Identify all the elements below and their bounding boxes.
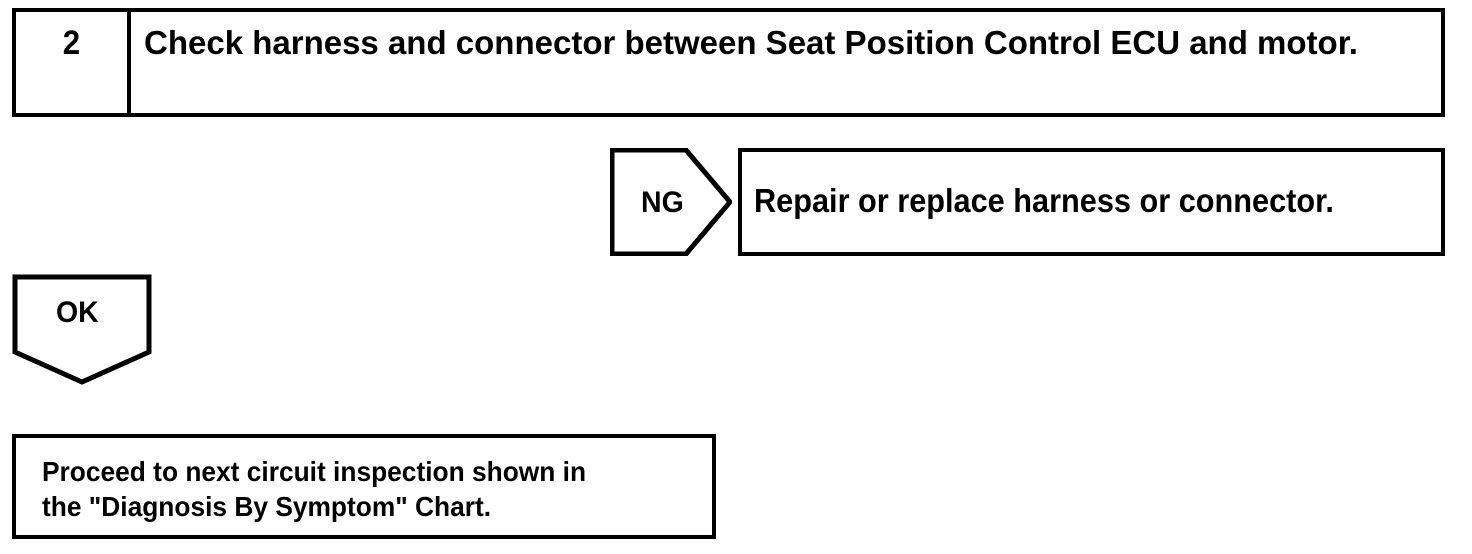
step-row: 2 Check harness and connector between Se…	[12, 8, 1445, 117]
ok-action-text: Proceed to next circuit inspection shown…	[42, 456, 587, 522]
step-instruction-cell: Check harness and connector between Seat…	[131, 12, 1441, 113]
ng-action-box: Repair or replace harness or connector.	[738, 148, 1445, 256]
ok-action-box: Proceed to next circuit inspection shown…	[12, 434, 716, 539]
ng-arrow-icon	[610, 148, 732, 256]
ng-label: NG	[641, 186, 684, 219]
ng-action-text: Repair or replace harness or connector.	[754, 182, 1334, 219]
step-number: 2	[62, 24, 81, 62]
ok-label: OK	[56, 296, 99, 329]
ok-arrow-icon	[12, 274, 152, 386]
step-instruction-text: Check harness and connector between Seat…	[144, 24, 1358, 61]
step-number-cell: 2	[16, 12, 131, 113]
